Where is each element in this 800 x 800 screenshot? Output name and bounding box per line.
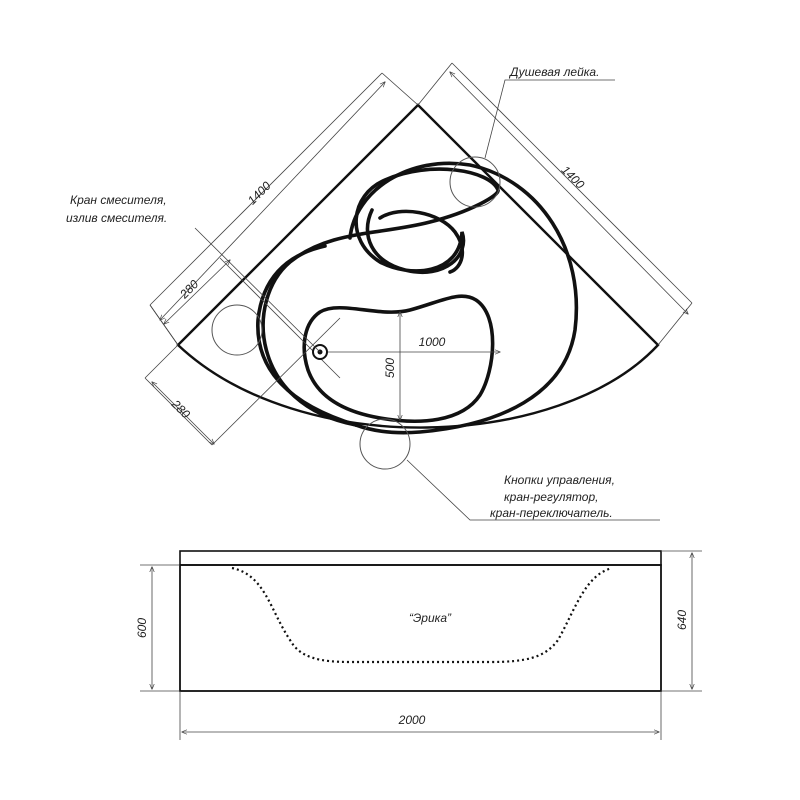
dim-height-outer: 640	[675, 610, 689, 630]
controls-label-line1: Кнопки управления,	[504, 473, 615, 487]
mixer-marker	[211, 304, 263, 356]
controls-marker	[359, 418, 411, 470]
dim-height-inner: 600	[135, 618, 149, 638]
tub-outline-top	[176, 103, 660, 429]
mixer-label-line1: Кран смесителя,	[70, 193, 167, 207]
side-view: “Эрика” 2000 600 640	[135, 550, 702, 740]
shower-head-marker	[449, 156, 501, 208]
inner-bowl	[302, 294, 495, 424]
dim-inset-bottom: 280	[168, 396, 193, 421]
dim-inner-width: 1000	[419, 335, 446, 349]
shower-head-label: Душевая лейка.	[508, 65, 599, 79]
controls-label-line3: кран-переключатель.	[490, 506, 613, 520]
dim-side-left: 1400	[245, 179, 274, 208]
model-name: “Эрика”	[409, 611, 452, 625]
dim-side-right: 1400	[558, 163, 587, 192]
mixer-label-line2: излив смесителя.	[66, 211, 167, 225]
dim-length: 2000	[398, 713, 426, 727]
dim-inner-depth: 500	[383, 358, 397, 378]
controls-label-line2: кран-регулятор,	[504, 490, 598, 504]
tub-rim-side	[179, 550, 662, 566]
tub-panel-side	[179, 564, 662, 692]
top-view: Душевая лейка. Кран смесителя, излив сме…	[66, 62, 693, 521]
